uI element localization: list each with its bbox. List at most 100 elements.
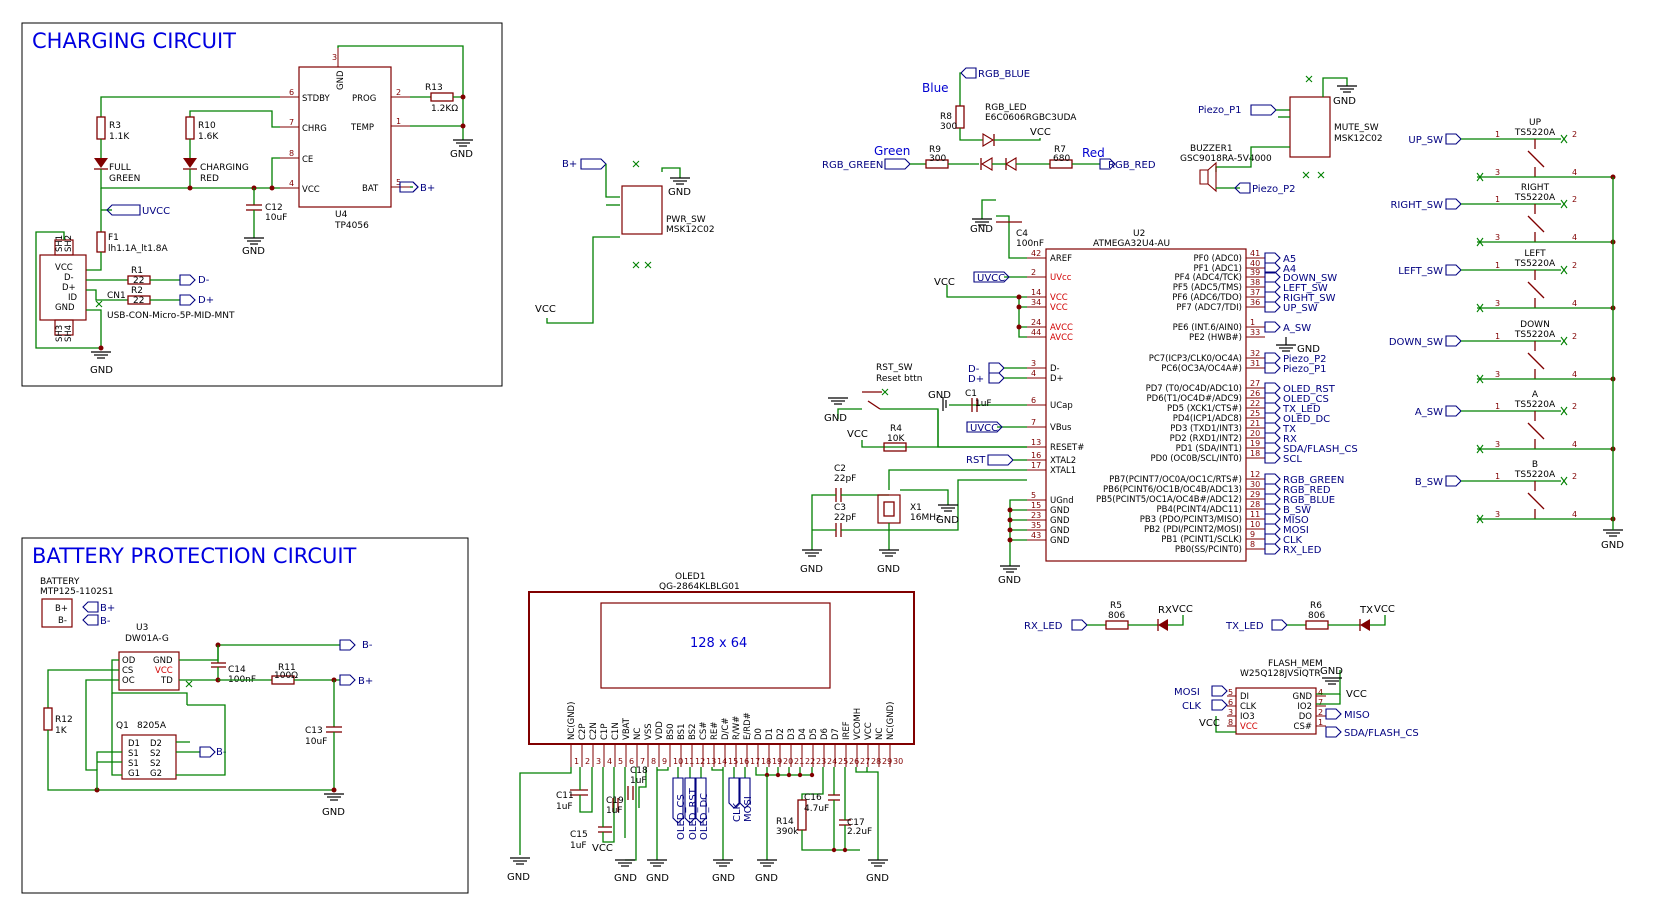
rgb-green-text: Green	[874, 144, 910, 158]
gnd-symbol-rst: GND	[824, 397, 848, 424]
gnd-symbol-mute: GND	[1333, 85, 1357, 107]
gnd-symbol-buttons: GND	[1601, 529, 1624, 551]
oled-pin-num: 7	[640, 757, 645, 766]
u2-pin-name: RESET#	[1050, 443, 1084, 453]
u2-net-label: OLED_CS	[1283, 394, 1329, 405]
u2-pin-num: 21	[1250, 419, 1260, 428]
net-label-oled-cs: OLED_CS	[676, 794, 687, 840]
switch-label: B	[1532, 460, 1538, 470]
u2-pin-name: D+	[1050, 374, 1064, 384]
u2-pin-num: 34	[1031, 298, 1041, 307]
u3-pin-td: TD	[160, 676, 173, 686]
switch-pin-num: 3	[1495, 233, 1500, 242]
flash-pin-num: 8	[1228, 718, 1233, 727]
rx-led-port	[1071, 619, 1088, 631]
net-label-bminus-bp: B-	[362, 640, 373, 651]
u2-pin-num: 42	[1031, 249, 1041, 258]
u2-pin-num: 8	[1250, 540, 1255, 549]
gnd-symbol-c4: GND	[970, 218, 993, 235]
c17-ref: C17	[847, 818, 865, 828]
u2-net-label: A5	[1283, 254, 1296, 265]
u2-pin-name: AVCC	[1050, 333, 1073, 343]
c16-value: 4.7uF	[804, 804, 829, 814]
battery-value: MTP125-1102S1	[40, 587, 113, 597]
r4-ref: R4	[890, 424, 902, 434]
u2-pin-name: PF1 (ADC1)	[1194, 264, 1242, 274]
oled-pin-name: D/C#	[721, 718, 731, 740]
gnd-label-pwr: GND	[668, 187, 691, 198]
u2-pin-name: VCC	[1050, 303, 1068, 313]
r14-value: 390k	[776, 827, 799, 837]
u2-pin-name: UGnd	[1050, 496, 1074, 506]
gnd-label-c4: GND	[970, 224, 993, 235]
q1-pin-s2b: S2	[150, 759, 161, 769]
led-full-green	[94, 158, 108, 168]
switch-net-label: RIGHT_SW	[1390, 200, 1443, 211]
charging-frame	[21, 22, 503, 387]
gnd-symbol-bp: GND	[322, 793, 345, 818]
net-label-oled-rst: OLED_RST	[688, 787, 699, 840]
u2-pin-name: PB4(PCINT4/ADC11)	[1157, 505, 1243, 515]
flash-pin-num: 2	[1318, 708, 1323, 717]
u2-net-label: RGB_GREEN	[1283, 475, 1344, 486]
switch-value: TS5220A	[1514, 400, 1556, 410]
u2-pin-name: PB7(PCINT7/OC0A/OC1C/RTS#)	[1109, 475, 1242, 485]
switch-pin-num: 2	[1572, 261, 1577, 270]
u2-net-label: DOWN_SW	[1283, 273, 1337, 284]
u2-pin-name: PB5(PCINT5/OC1A/OC4B#/ADC12)	[1096, 495, 1242, 505]
u3-dw01a: U3 DW01A-G OD CS OC GND VCC TD	[118, 623, 180, 691]
u2-net-label: RX	[1283, 434, 1297, 445]
rst-port	[987, 454, 1014, 466]
c19-value: 1uF	[606, 806, 623, 816]
u2-net-label: A_SW	[1283, 323, 1311, 334]
r6-value: 806	[1308, 611, 1325, 621]
bplus-port-pwr	[580, 158, 607, 170]
oled-spi-ports	[728, 777, 751, 809]
u4-pin-prog: PROG	[352, 94, 376, 104]
r1-value: 22	[133, 276, 144, 286]
switch-pin-num: 2	[1572, 130, 1577, 139]
gnd-symbol-oled-3: GND	[646, 859, 669, 884]
u2-pin-num: 40	[1250, 259, 1260, 268]
oled-pin-num: 20	[783, 757, 793, 766]
q1-pin-d2: D2	[150, 739, 162, 749]
gnd-label-pe2: GND	[1297, 344, 1320, 355]
oled-pin-name: VCC	[864, 722, 874, 740]
c19-ref: C19	[606, 796, 624, 806]
oled-pin-name: VCOMH	[853, 708, 863, 740]
oled-pin-num: 14	[717, 757, 727, 766]
oled-pin-name: D6	[820, 728, 830, 740]
switch-label: DOWN	[1520, 320, 1550, 330]
switch-pin-num: 3	[1495, 370, 1500, 379]
net-label-rst: RST	[966, 455, 986, 466]
u3-pin-cs: CS	[122, 666, 133, 676]
u2-pin-num: 19	[1250, 439, 1260, 448]
net-label-rgb-blue: RGB_BLUE	[978, 69, 1030, 80]
u2-pin-name: PB2 (PDI/PCINT2/MOSI)	[1144, 525, 1242, 535]
gnd-symbol-u4: GND	[450, 139, 473, 160]
led-charging-red	[183, 158, 197, 168]
u4-pin-chrg: CHRG	[302, 124, 327, 134]
vcc-label-pwr: VCC	[535, 304, 556, 315]
gnd-label-flash: GND	[1320, 666, 1343, 677]
q1-8205a: Q1 8205A D1 S1 S1 G1 D2 S2 S2 G2	[116, 721, 177, 780]
oled-pin-num: 24	[827, 757, 837, 766]
c4-ref: C4	[1016, 229, 1028, 239]
gnd-label-buttons: GND	[1601, 540, 1624, 551]
net-label-bplus-pwr: B+	[562, 159, 577, 170]
u3-value: DW01A-G	[125, 634, 169, 644]
switch-pin-num: 1	[1495, 261, 1500, 270]
u2-pin-num: 37	[1250, 288, 1260, 297]
r8-ref: R8	[940, 112, 952, 122]
flash-pin-num: 4	[1318, 688, 1323, 697]
flash-left-ports	[1211, 685, 1228, 711]
vcc-label-r4: VCC	[847, 429, 868, 440]
flash-pin-num: 6	[1228, 698, 1233, 707]
c11-value: 1uF	[556, 802, 573, 812]
gnd-symbol-oled-4: GND	[712, 859, 735, 884]
oled-pin-num: 3	[596, 757, 601, 766]
u2-pin-name: XTAL1	[1050, 466, 1076, 476]
u2-pin-name: PD2 (RXD1/INT2)	[1170, 434, 1242, 444]
